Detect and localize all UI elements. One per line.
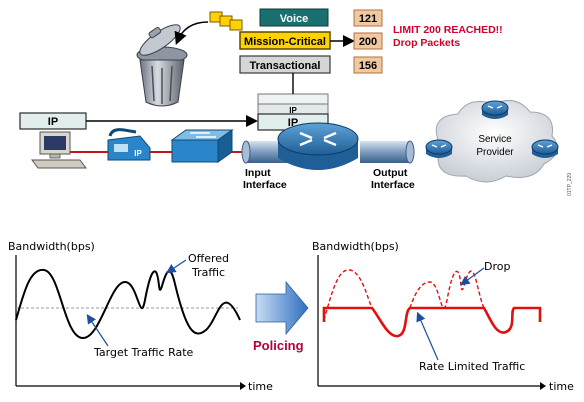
counter-voice: 121: [353, 9, 383, 27]
counter-transactional: 156: [353, 56, 383, 74]
queue-mission-critical: Mission-Critical: [239, 31, 331, 50]
switch-icon: [170, 129, 234, 163]
offered-label-line1: Offered: [188, 252, 229, 265]
queue-voice: Voice: [259, 8, 329, 27]
queue-label-voice: Voice: [280, 13, 309, 25]
input-interface-line2: Interface: [243, 179, 287, 191]
drop-label: Drop: [484, 260, 510, 273]
svg-text:121: 121: [359, 13, 377, 25]
phone-ip-label: IP: [134, 149, 142, 158]
ip-stack: IP: [257, 93, 329, 115]
right-xlabel: time: [549, 380, 574, 393]
queue-label-mission-critical: Mission-Critical: [244, 36, 326, 48]
ip-packet-left: IP: [19, 112, 87, 130]
right-ylabel: Bandwidth(bps): [312, 240, 399, 253]
output-interface-line2: Interface: [371, 179, 415, 191]
input-interface-line1: Input: [245, 167, 271, 179]
output-interface-line1: Output: [373, 167, 408, 179]
provider-router-top-icon: [481, 100, 509, 119]
left-xlabel: time: [248, 380, 273, 393]
figure-code: 01TP_229: [567, 173, 573, 196]
output-pipe: [360, 140, 415, 164]
left-offered-traffic-curve: [15, 268, 241, 340]
left-chart: Bandwidth(bps) time Offered Traffic Targ…: [8, 240, 273, 393]
ip-phone-icon: IP: [107, 128, 151, 161]
limit-alert-line1: LIMIT 200 REACHED!!: [393, 24, 503, 36]
limit-alert-line2: Drop Packets: [393, 37, 460, 49]
rate-limited-label: Rate Limited Traffic: [419, 360, 525, 373]
target-rate-label: Target Traffic Rate: [93, 346, 194, 359]
dropped-packets: [209, 11, 243, 31]
right-rate-limited-curve: [322, 306, 542, 338]
queue-transactional: Transactional: [239, 55, 331, 74]
pc-icon: [31, 131, 87, 169]
svg-text:156: 156: [359, 60, 377, 72]
ip-stack-label: IP: [289, 106, 297, 115]
policing-label: Policing: [253, 338, 304, 353]
right-chart: Bandwidth(bps) time Drop Rate Limited Tr…: [312, 240, 574, 393]
provider-router-left-icon: [425, 139, 453, 158]
cloud-label-line1: Service: [478, 134, 512, 145]
queue-label-transactional: Transactional: [250, 60, 321, 72]
counter-mission-critical: 200: [353, 32, 383, 50]
policing-arrow: [255, 280, 309, 336]
trash-can-icon: [136, 24, 188, 107]
router-icon: [277, 122, 359, 170]
left-ylabel: Bandwidth(bps): [8, 240, 95, 253]
svg-text:IP: IP: [48, 116, 58, 128]
svg-text:200: 200: [359, 36, 377, 48]
svg-text:IP: IP: [288, 117, 298, 129]
provider-router-right-icon: [531, 139, 559, 158]
right-dropped-curve: [323, 269, 485, 321]
cloud-label-line2: Provider: [476, 147, 514, 158]
drop-arrow: [174, 21, 209, 45]
offered-label-line2: Traffic: [191, 266, 225, 279]
